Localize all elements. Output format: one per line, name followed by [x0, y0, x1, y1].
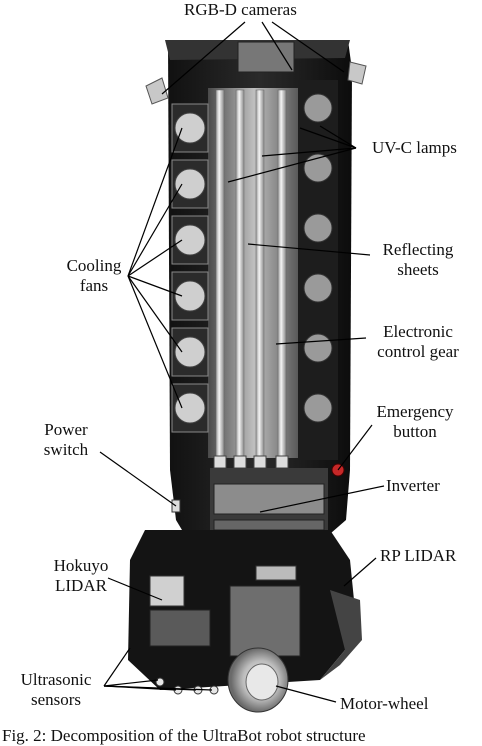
label-reflecting-line2: sheets: [397, 260, 439, 279]
label-ultrasonic-line2: sensors: [30, 690, 82, 709]
label-cooling-line1: Cooling: [66, 256, 122, 275]
lamp-socket: [213, 455, 227, 469]
label-power-switch: Power switch: [34, 420, 98, 460]
top-screen: [237, 41, 295, 73]
inverter-board: [213, 483, 325, 515]
uvc-lamp: [255, 89, 265, 461]
label-reflecting-sheets: Reflecting sheets: [370, 240, 466, 280]
label-emergency-button: Emergency button: [364, 402, 466, 442]
label-hokuyo-line2: LIDAR: [55, 576, 107, 595]
label-uvc-lamps: UV-C lamps: [372, 138, 457, 157]
lamp-socket: [253, 455, 267, 469]
base-shell: [320, 590, 362, 680]
label-ultrasonic-sensors: Ultrasonic sensors: [8, 670, 104, 710]
label-motor-wheel: Motor-wheel: [340, 694, 429, 713]
label-emergency-line1: Emergency: [376, 402, 454, 421]
label-power-line2: switch: [43, 440, 89, 459]
uvc-lamp: [215, 89, 225, 461]
cooling-fan-stack: [171, 103, 209, 433]
right-handle: [347, 61, 367, 85]
label-rgbd-cameras: RGB-D cameras: [184, 0, 297, 19]
uvc-lamp: [235, 89, 245, 461]
label-reflecting-line1: Reflecting: [382, 240, 454, 259]
label-hokuyo-lidar: Hokuyo LIDAR: [46, 556, 116, 596]
uvc-lamp: [277, 89, 287, 461]
hokuyo-lidar: [149, 575, 185, 607]
label-power-line1: Power: [44, 420, 88, 439]
label-ultrasonic-line1: Ultrasonic: [20, 670, 92, 689]
label-ecg-line2: control gear: [377, 342, 459, 361]
lamp-socket: [233, 455, 247, 469]
label-rp-lidar: RP LIDAR: [380, 546, 457, 565]
rp-lidar: [255, 565, 297, 581]
label-cooling-line2: fans: [79, 276, 109, 295]
figure-caption: Fig. 2: Decomposition of the UltraBot ro…: [2, 726, 366, 745]
leader-lines: [99, 21, 385, 703]
label-ecg-line1: Electronic: [383, 322, 453, 341]
right-fans: [303, 93, 333, 423]
left-handle: [145, 77, 169, 105]
label-emergency-line2: button: [393, 422, 437, 441]
label-inverter: Inverter: [386, 476, 440, 495]
label-cooling-fans: Cooling fans: [58, 256, 130, 296]
lamp-socket: [275, 455, 289, 469]
label-hokuyo-line1: Hokuyo: [53, 556, 109, 575]
label-electronic-control-gear: Electronic control gear: [362, 322, 474, 362]
